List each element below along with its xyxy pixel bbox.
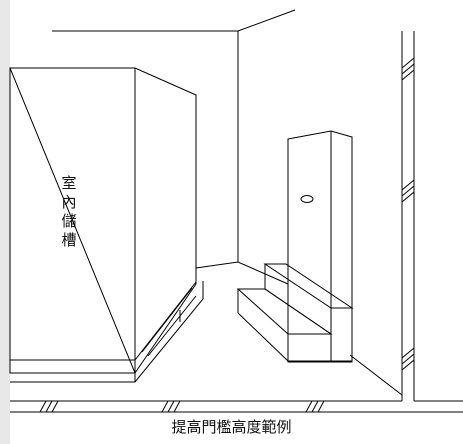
tank-label: 室 內 儲 槽 — [59, 176, 79, 252]
floor-diagonal — [349, 354, 403, 396]
figure-caption: 提高門檻高度範例 — [171, 418, 292, 436]
ceiling-line — [52, 9, 296, 32]
right-wall-hatch — [401, 57, 415, 371]
tank-label-char: 槽 — [61, 231, 77, 249]
tank-label-char: 儲 — [61, 212, 77, 230]
tank-label-char: 內 — [61, 193, 77, 211]
raised-threshold-steps — [236, 263, 354, 362]
left-edge-fade — [0, 0, 10, 444]
door-knob-icon — [300, 195, 314, 203]
indoor-storage-tank — [9, 67, 204, 383]
floor-slab — [10, 400, 463, 413]
floor-back-edge — [195, 261, 289, 285]
door — [287, 130, 353, 363]
tank-label-char: 室 — [61, 174, 77, 192]
right-wall — [401, 31, 415, 401]
floor-slab-hatch — [39, 400, 325, 413]
